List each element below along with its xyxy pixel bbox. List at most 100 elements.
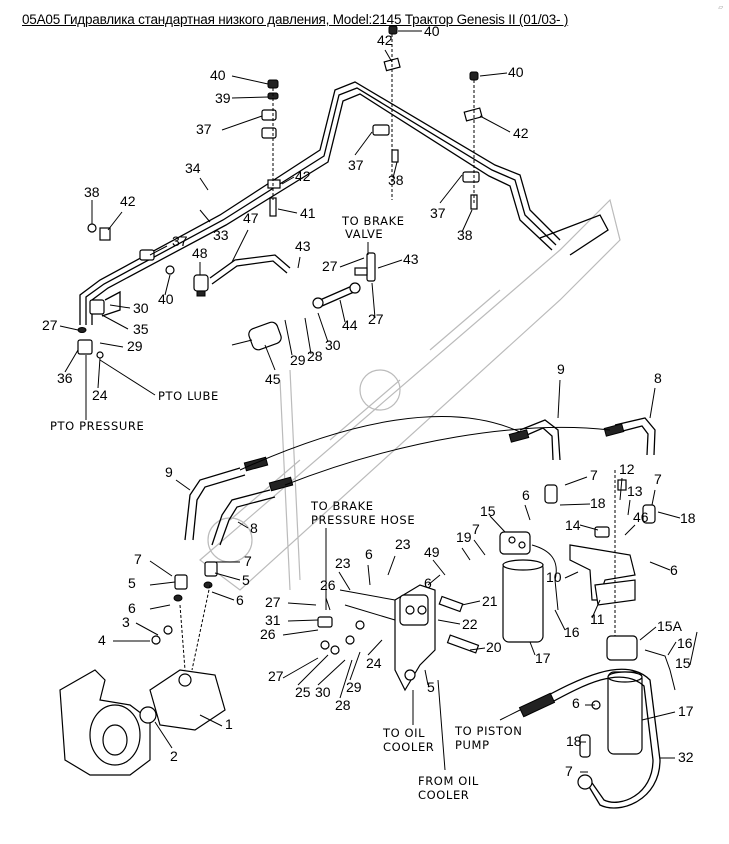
callout-leader: [101, 314, 129, 330]
callout-leader: [231, 96, 269, 99]
callout-leader: [199, 714, 223, 727]
callout-number: 6: [128, 600, 136, 616]
callout-leader: [564, 571, 579, 579]
callout-leader: [221, 115, 263, 131]
callout-12: 12: [619, 461, 635, 501]
callout-17: 17: [641, 703, 694, 721]
callout-number: 4: [98, 632, 106, 648]
callout-36: 36: [57, 349, 79, 386]
callout-7: 7: [134, 551, 173, 577]
callout-leader: [354, 131, 373, 156]
callout-48: 48: [192, 245, 208, 275]
callout-number: 17: [535, 650, 551, 666]
callout-leader: [339, 659, 353, 699]
callout-15A: 15A: [639, 618, 683, 641]
callout-number: 6: [236, 592, 244, 608]
callout-leader: [349, 651, 361, 681]
callout-6: 6: [649, 561, 678, 578]
label-pto-pressure: PTO PRESSURE: [50, 419, 144, 433]
callout-number: 40: [424, 23, 440, 39]
callout-32: 32: [660, 749, 694, 765]
callout-33: 33: [199, 209, 229, 243]
callout-number: 46: [633, 509, 649, 525]
callout-41: 41: [277, 205, 316, 221]
callout-number: 24: [92, 387, 108, 403]
callout-40: 40: [398, 23, 440, 39]
callout-leader: [297, 256, 301, 269]
callout-16: 16: [667, 635, 693, 656]
callout-37: 37: [196, 115, 263, 137]
filter-17b: [607, 671, 643, 755]
callout-leader: [524, 504, 531, 521]
bracket-10-11: [544, 470, 656, 640]
callout-25: 25: [295, 654, 329, 700]
callout-40: 40: [479, 64, 524, 80]
callout-44: 44: [339, 299, 358, 333]
callout-leader: [287, 619, 319, 622]
callout-8: 8: [649, 370, 662, 419]
hose-32: [518, 668, 661, 809]
callout-45: 45: [264, 344, 281, 387]
callout-leader: [649, 561, 671, 571]
callout-number: 27: [268, 668, 284, 684]
callout-30: 30: [315, 659, 346, 700]
callout-leader: [667, 641, 677, 656]
hose-8: [211, 417, 656, 546]
callout-number: 36: [57, 370, 73, 386]
callout-leader: [304, 317, 312, 355]
callout-7: 7: [651, 471, 662, 506]
callout-leader: [367, 564, 371, 586]
callout-number: 5: [128, 575, 136, 591]
callout-number: 6: [522, 487, 530, 503]
label-leaders: [85, 242, 521, 771]
callout-number: 20: [486, 639, 502, 655]
callout-number: 6: [424, 575, 432, 591]
callout-number: 37: [196, 121, 212, 137]
callout-leader: [639, 626, 657, 641]
callout-number: 7: [134, 551, 142, 567]
callout-leader: [99, 342, 124, 348]
callout-7: 7: [472, 521, 486, 556]
callout-number: 44: [342, 317, 358, 333]
callout-leader: [554, 609, 566, 631]
callout-number: 23: [395, 536, 411, 552]
callout-7: 7: [565, 763, 588, 779]
callout-leader: [107, 211, 123, 231]
callout-number: 18: [566, 733, 582, 749]
callout-leader: [439, 174, 463, 204]
callout-leader: [339, 299, 346, 323]
callout-number: 2: [170, 748, 178, 764]
callout-21: 21: [461, 593, 498, 609]
callout-leader: [657, 511, 681, 519]
callout-leader: [277, 208, 298, 214]
callout-leader: [427, 574, 441, 586]
callout-leader: [461, 600, 481, 606]
callout-number: 32: [678, 749, 694, 765]
callout-6: 6: [522, 487, 531, 521]
callout-number: 18: [590, 495, 606, 511]
callout-number: 13: [627, 483, 643, 499]
callout-number: 15A: [657, 618, 683, 634]
label-to-brake-valve-line2: VALVE: [345, 227, 383, 241]
callout-leader: [479, 115, 511, 133]
callout-43: 43: [295, 238, 311, 269]
callout-2: 2: [154, 721, 178, 764]
callout-17: 17: [529, 641, 551, 666]
callout-9: 9: [557, 361, 565, 419]
pto-fittings: [77, 299, 105, 359]
callout-leader: [282, 629, 319, 636]
callout-leader: [624, 524, 636, 536]
callout-number: 40: [158, 291, 174, 307]
label-to-oil-cooler-line1: TO OIL: [382, 726, 425, 740]
callout-40: 40: [158, 274, 174, 307]
callout-leader: [641, 711, 676, 721]
callout-number: 8: [654, 370, 662, 386]
callout-number: 28: [335, 697, 351, 713]
callout-26: 26: [260, 626, 319, 642]
callout-26: 26: [320, 577, 336, 611]
callout-37: 37: [430, 174, 463, 221]
callout-27: 27: [265, 594, 317, 610]
callout-leader: [59, 325, 79, 331]
callout-number: 11: [590, 611, 605, 627]
callout-leader: [264, 344, 276, 371]
